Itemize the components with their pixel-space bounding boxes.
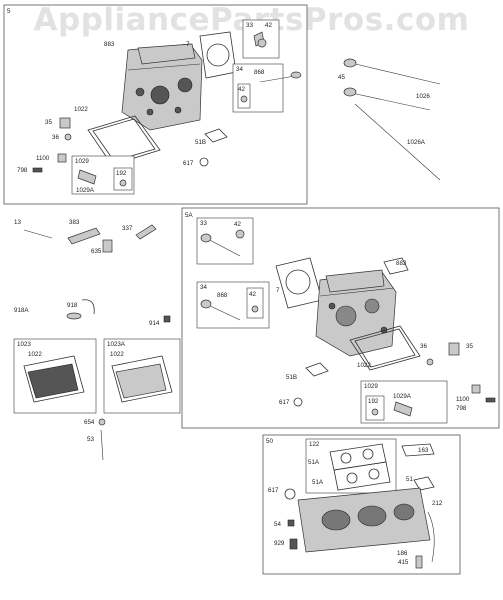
bolt-icon	[100, 429, 104, 461]
valve-spring-icon	[59, 117, 71, 129]
part-label-51Ad: 51A	[312, 479, 324, 486]
part-label-13: 13	[14, 219, 21, 226]
valve-icon	[205, 237, 241, 257]
part-label-383: 383	[69, 219, 80, 226]
part-label-918A: 918A	[14, 307, 29, 314]
part-label-654: 654	[84, 419, 95, 426]
part-label-36b: 36	[420, 343, 427, 350]
part-label-51c: 51	[406, 476, 413, 483]
breather-tube-icon	[67, 227, 101, 245]
group-50-frame	[262, 434, 461, 575]
subgroup-label-33b: 33	[200, 220, 207, 227]
part-label-918: 918	[67, 302, 78, 309]
group-label-50: 50	[266, 438, 273, 445]
part-label-1022d: 1022	[110, 351, 124, 358]
intake-manifold-icon	[297, 487, 431, 553]
part-label-35b: 35	[466, 343, 473, 350]
subgroup-label-1029b: 1029	[364, 383, 378, 390]
part-label-1026: 1026	[416, 93, 430, 100]
part-label-186: 186	[397, 550, 408, 557]
part-label-1022a: 1022	[74, 106, 88, 113]
part-label-617b: 617	[279, 399, 290, 406]
spark-plug-icon	[135, 224, 157, 240]
part-label-54: 54	[274, 521, 281, 528]
part-label-1029Ab: 1029A	[393, 393, 412, 400]
head-gasket-icon	[199, 31, 237, 79]
part-label-51Ba: 51B	[195, 139, 206, 146]
subgroup-label-1029a: 1029	[75, 158, 89, 165]
part-label-1022c: 1022	[28, 351, 42, 358]
part-label-53: 53	[87, 436, 94, 443]
part-label-35a: 35	[45, 119, 52, 126]
rocker-cover-icon	[23, 355, 85, 403]
part-label-617a: 617	[183, 160, 194, 167]
part-label-929: 929	[274, 540, 285, 547]
bolt-icon	[23, 229, 53, 239]
part-label-7b: 7	[276, 287, 280, 294]
subgroup-label-34b: 34	[200, 284, 207, 291]
part-label-51Ac: 51A	[308, 459, 320, 466]
part-label-798b: 798	[456, 405, 467, 412]
part-label-51Bb: 51B	[286, 374, 297, 381]
valve-stem-icon	[259, 75, 296, 83]
exhaust-gasket-icon	[305, 362, 329, 377]
part-label-883b: 883	[396, 260, 407, 267]
head-gasket-icon	[275, 257, 323, 309]
rocker-gasket-icon	[87, 115, 161, 166]
subgroup-label-1023: 1023	[17, 341, 31, 348]
part-label-798a: 798	[17, 167, 28, 174]
part-label-7a: 7	[186, 41, 190, 48]
part-label-868b: 868	[217, 292, 228, 299]
exhaust-gasket-icon	[204, 128, 228, 143]
part-label-914: 914	[149, 320, 160, 327]
group-5-frame	[3, 4, 308, 205]
subgroup-label-122: 122	[309, 441, 320, 448]
push-rod-icon	[343, 58, 441, 181]
rocker-cover-icon	[115, 363, 167, 399]
intake-gasket-icon	[329, 443, 391, 491]
part-label-36a: 36	[52, 134, 59, 141]
subgroup-label-34a: 34	[236, 66, 243, 73]
part-label-1022b: 1022	[357, 362, 371, 369]
part-label-42a: 42	[265, 22, 272, 29]
part-label-1100b: 1100	[456, 396, 470, 403]
subgroup-label-1023A: 1023A	[107, 341, 126, 348]
subgroup-label-33a: 33	[246, 22, 253, 29]
group-label-5A: 5A	[185, 212, 193, 219]
part-label-45: 45	[338, 74, 345, 81]
part-label-1026A: 1026A	[407, 139, 426, 146]
group-label-5: 5	[7, 8, 11, 15]
valve-spring-icon	[448, 342, 460, 356]
breather-hose-icon	[81, 299, 95, 315]
subgroup-label-192b: 192	[368, 398, 379, 405]
part-label-42c: 42	[234, 221, 241, 228]
part-label-1100a: 1100	[36, 155, 50, 162]
part-label-415: 415	[398, 559, 409, 566]
part-label-42b: 42	[238, 86, 245, 93]
part-label-163: 163	[418, 447, 429, 454]
subgroup-label-192a: 192	[116, 170, 127, 177]
part-label-337: 337	[122, 225, 133, 232]
part-label-212: 212	[432, 500, 443, 507]
rocker-gasket-icon	[349, 325, 421, 371]
part-label-617c: 617	[268, 487, 279, 494]
cylinder-head-icon	[121, 43, 203, 131]
linkage-rod-icon	[427, 511, 435, 563]
part-label-635: 635	[91, 248, 102, 255]
group-5A-frame	[181, 207, 500, 429]
subgroup-box-122	[305, 438, 397, 494]
valve-stem-icon	[205, 303, 241, 321]
part-label-42d: 42	[249, 291, 256, 298]
part-label-1029Aa: 1029A	[76, 187, 95, 194]
part-label-883a: 883	[104, 41, 115, 48]
part-label-868a: 868	[254, 69, 265, 76]
